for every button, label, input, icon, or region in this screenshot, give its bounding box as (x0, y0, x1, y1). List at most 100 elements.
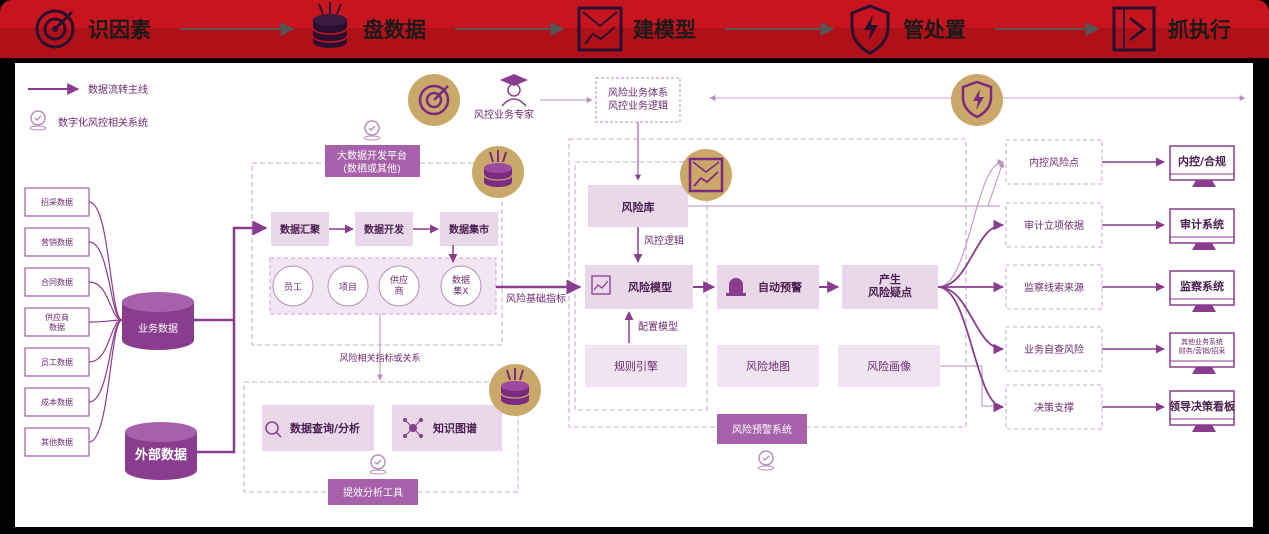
output-system-label: 领导决策看板 (1168, 399, 1236, 413)
main-flow-lines (194, 220, 268, 454)
warning-system-title-box (717, 414, 807, 444)
monitor-icon[interactable]: 监察系统 (1169, 270, 1235, 312)
database-icon (312, 2, 348, 48)
monitor-icon[interactable]: 领导决策看板 (1168, 390, 1236, 432)
config-model-label: 配置模型 (638, 320, 678, 333)
monitor-icon[interactable]: 内控/合规 (1169, 145, 1235, 187)
header-step-label: 抓执行 (1168, 18, 1231, 42)
rule-engine-box[interactable] (585, 345, 687, 387)
output-node-box[interactable] (1005, 264, 1103, 310)
platform-step-label: 数据开发 (364, 223, 405, 236)
output-node-box[interactable] (1005, 326, 1103, 372)
output-node-box[interactable] (1005, 202, 1103, 248)
source-connectors (88, 201, 123, 443)
source-label: 员工数据 (41, 357, 73, 367)
business-db: 业务数据 (122, 292, 194, 350)
output-node-box[interactable] (1005, 384, 1103, 430)
output-row: 决策支撑领导决策看板 (937, 286, 1236, 432)
output-node-box[interactable] (1005, 139, 1103, 185)
output-system-label: 内控/合规 (1178, 154, 1226, 168)
source-connector (88, 241, 123, 321)
platform-step[interactable]: 数据集市 (440, 212, 498, 246)
entity-label: 项目 (339, 282, 357, 293)
source-connector (88, 319, 123, 443)
rule-engine-label: 规则引擎 (614, 359, 658, 373)
alarm-light-icon (726, 278, 746, 296)
platform-steps: 数据汇聚 数据开发 数据集市 (271, 212, 498, 246)
warning-pin-icon (757, 450, 775, 471)
monitor-icon[interactable]: 审计系统 (1169, 208, 1235, 250)
platform-step[interactable]: 数据汇聚 (271, 212, 329, 246)
badge-icons (408, 74, 1003, 416)
output-system-label: 其他业务系统财务/营销/招采 (1179, 337, 1226, 355)
source-label: 成本数据 (41, 397, 73, 407)
risk-logic-label: 风控逻辑 (644, 234, 684, 247)
chart-frame-icon (577, 6, 623, 52)
source-item[interactable]: 营销数据 (24, 227, 90, 257)
entity-item[interactable]: 数据集X (440, 265, 482, 307)
header-step-1: 识因素 (35, 9, 151, 49)
auto-warning-label: 自动预警 (758, 280, 802, 294)
source-connector (88, 281, 123, 321)
system-pin-icon (29, 110, 47, 131)
risk-base-label: 风险基础指标 (506, 292, 566, 305)
expert-knowledge: 风险业务体系风控业务逻辑 (608, 86, 668, 112)
risk-point-box[interactable] (842, 265, 938, 309)
risk-map-box[interactable] (717, 345, 819, 387)
business-db-label: 业务数据 (138, 322, 178, 335)
header-step-label: 盘数据 (363, 18, 426, 42)
platform-step-label: 数据集市 (449, 223, 489, 236)
source-item[interactable]: 供应商数据 (24, 307, 90, 337)
source-item[interactable]: 其他数据 (24, 427, 90, 457)
risk-model-label: 风险模型 (628, 280, 672, 294)
shield-bolt-icon (850, 4, 890, 55)
source-connector (88, 319, 123, 323)
warning-system-title: 风险预警系统 (732, 423, 792, 436)
database-icon (489, 364, 541, 416)
source-item[interactable]: 成本数据 (24, 387, 90, 417)
model-chart-icon (591, 275, 611, 295)
platform-step-label: 数据汇聚 (280, 223, 321, 236)
entity-item[interactable]: 供应商 (378, 265, 420, 307)
output-node-label: 业务自查风险 (1024, 343, 1084, 356)
risk-map-label: 风险地图 (746, 359, 790, 373)
profile-to-decision-line (940, 365, 1003, 409)
header-step-3: 建模型 (577, 6, 696, 52)
entity-item[interactable]: 员工 (272, 265, 314, 307)
play-frame-icon (1112, 6, 1156, 52)
legend-system: 数字化风控相关系统 (58, 116, 148, 129)
source-item[interactable]: 员工数据 (24, 347, 90, 377)
source-item[interactable]: 合同数据 (24, 267, 90, 297)
tool-data-query[interactable] (262, 405, 374, 451)
output-row: 审计立项依据审计系统 (937, 202, 1235, 288)
output-list: 内控风险点 内控/合规审计立项依据审计系统监察线索来源监察系统业务自查风险 其他业务… (937, 139, 1236, 432)
entity-item[interactable]: 项目 (327, 265, 369, 307)
tool-knowledge-graph-label: 知识图谱 (432, 421, 477, 435)
header-step-4: 管处置 (850, 4, 966, 55)
output-node-label: 内控风险点 (1029, 156, 1079, 169)
output-row: 业务自查风险 其他业务系统财务/营销/招采 (937, 286, 1235, 374)
risk-lib-box[interactable] (588, 185, 688, 227)
source-item[interactable]: 招采数据 (24, 187, 90, 217)
header-step-label: 识因素 (88, 18, 151, 42)
platform-pin-icon (363, 120, 381, 141)
target-icon (35, 9, 75, 49)
tools-pin-icon (369, 454, 387, 475)
monitor-icon[interactable]: 其他业务系统财务/营销/招采 (1169, 332, 1235, 374)
output-row: 监察线索来源监察系统 (938, 264, 1235, 312)
chart-frame-icon (680, 149, 732, 201)
external-db: 外部数据 (125, 422, 197, 480)
platform-title-box (325, 145, 420, 177)
expert-label: 风控业务专家 (474, 108, 534, 121)
source-label: 合同数据 (41, 277, 73, 287)
source-connector (88, 201, 123, 321)
output-row: 内控风险点 内控/合规 (937, 139, 1235, 288)
risk-related-label: 风险相关指标或关系 (339, 352, 420, 364)
legend-main-flow: 数据流转主线 (88, 83, 148, 96)
platform-step[interactable]: 数据开发 (355, 212, 413, 246)
risk-profile-box[interactable] (838, 345, 940, 387)
